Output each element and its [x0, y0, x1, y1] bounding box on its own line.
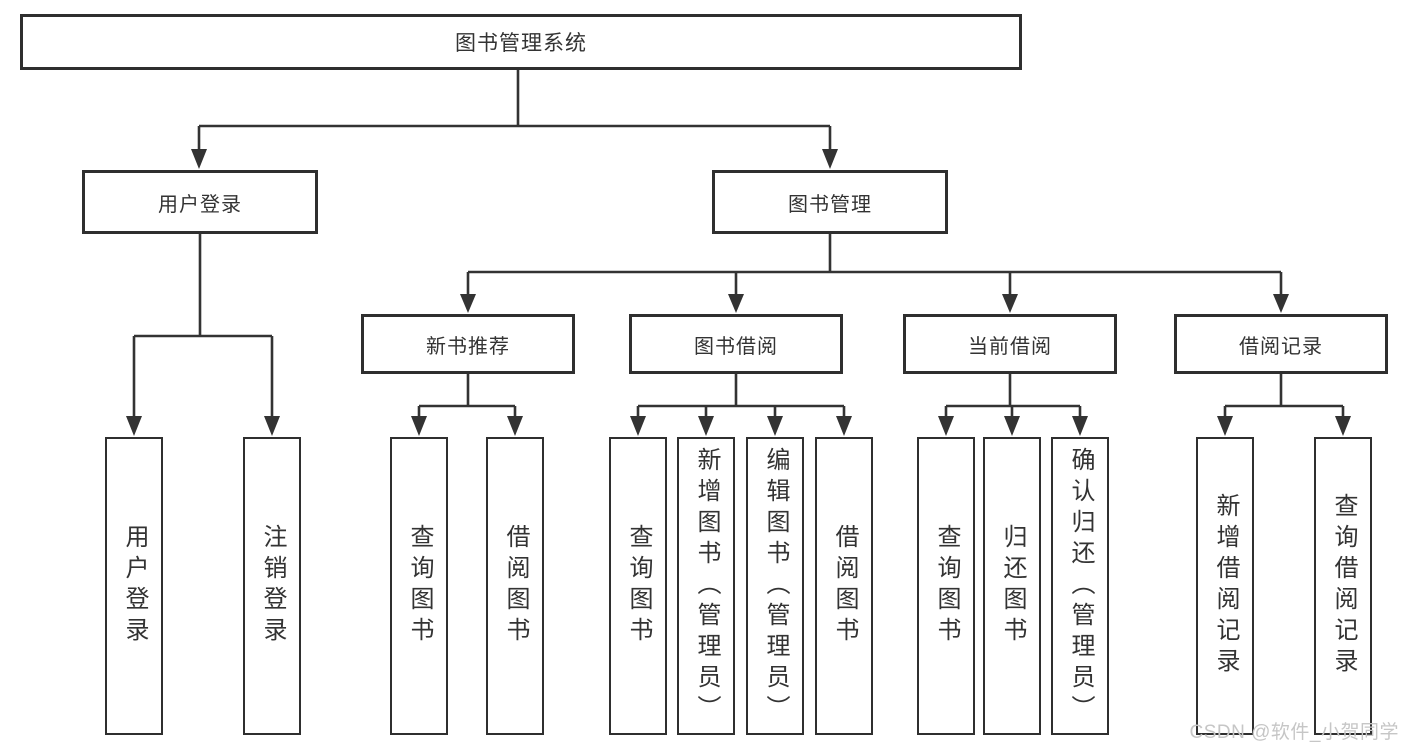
node-borrow-record: 借阅记录 — [1174, 314, 1388, 374]
leaf-query-books: 查询图书 — [917, 437, 975, 735]
node-label: 用户登录 — [121, 524, 148, 648]
leaf-user-login: 用户登录 — [105, 437, 163, 735]
node-label: 用户登录 — [158, 193, 242, 216]
leaf-confirm-return-admin: 确认归还（管理员） — [1051, 437, 1109, 735]
leaf-return-books: 归还图书 — [983, 437, 1041, 735]
leaf-add-borrow-record: 新增借阅记录 — [1196, 437, 1254, 735]
leaf-query-borrow-record: 查询借阅记录 — [1314, 437, 1372, 735]
csdn-watermark: CSDN @软件_小贺同学 — [1189, 722, 1399, 743]
node-new-book-recommend: 新书推荐 — [361, 314, 575, 374]
node-label: 查询图书 — [625, 524, 652, 648]
node-label: 借阅图书 — [831, 524, 858, 648]
node-label: 查询图书 — [933, 524, 960, 648]
node-label: 新增借阅记录 — [1212, 493, 1239, 679]
node-label: 编辑图书（管理员） — [762, 446, 789, 726]
node-label: 借阅图书 — [502, 524, 529, 648]
leaf-edit-book-admin: 编辑图书（管理员） — [746, 437, 804, 735]
leaf-borrow-books: 借阅图书 — [815, 437, 873, 735]
node-label: 查询图书 — [406, 524, 433, 648]
node-book-management: 图书管理 — [712, 170, 948, 234]
leaf-query-books: 查询图书 — [609, 437, 667, 735]
leaf-add-book-admin: 新增图书（管理员） — [677, 437, 735, 735]
node-current-borrow: 当前借阅 — [903, 314, 1117, 374]
node-label: 借阅记录 — [1239, 335, 1323, 358]
node-library-system: 图书管理系统 — [20, 14, 1022, 70]
node-label: 新增图书（管理员） — [693, 446, 720, 726]
node-book-borrow: 图书借阅 — [629, 314, 843, 374]
node-label: 当前借阅 — [968, 335, 1052, 358]
leaf-query-books: 查询图书 — [390, 437, 448, 735]
node-label: 图书管理 — [788, 193, 872, 216]
node-label: 图书借阅 — [694, 335, 778, 358]
node-label: 图书管理系统 — [455, 32, 587, 55]
node-label: 查询借阅记录 — [1330, 493, 1357, 679]
node-label: 新书推荐 — [426, 335, 510, 358]
leaf-logout: 注销登录 — [243, 437, 301, 735]
node-user-login: 用户登录 — [82, 170, 318, 234]
node-label: 确认归还（管理员） — [1067, 446, 1094, 726]
node-label: 注销登录 — [259, 524, 286, 648]
leaf-borrow-books: 借阅图书 — [486, 437, 544, 735]
node-label: 归还图书 — [999, 524, 1026, 648]
